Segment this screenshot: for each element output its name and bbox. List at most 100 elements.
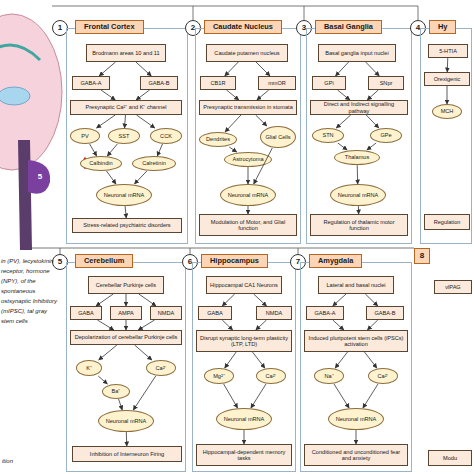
flow-arrow <box>254 294 267 306</box>
callout-number: 8 <box>414 248 430 264</box>
flow-arrow <box>225 115 241 132</box>
node-text: Lateral and basal nuclei <box>326 282 385 288</box>
process-oval: Thalamus <box>334 150 380 165</box>
process-box: Basal ganglia input nuclei <box>318 44 396 62</box>
flow-arrow <box>358 206 359 214</box>
flow-arrow <box>254 148 273 184</box>
flow-arrow <box>447 86 448 104</box>
panel-heading: Hippocampus <box>201 254 268 268</box>
process-oval: K⁺ <box>76 360 102 376</box>
flow-arrow <box>99 345 117 360</box>
flow-arrow <box>338 90 350 100</box>
process-oval: Ca²⁺ <box>368 368 398 384</box>
node-text: Ca²⁺ <box>377 373 388 379</box>
process-oval: Calbindin <box>80 156 122 171</box>
process-box: Modulation of Motor, and Glial function <box>199 214 297 236</box>
flow-arrow <box>126 294 127 306</box>
node-text: GABA <box>78 310 94 316</box>
process-box: NMDA <box>150 306 182 320</box>
flow-arrow <box>227 90 239 100</box>
side-note: ition <box>2 456 42 466</box>
process-oval: SST <box>108 128 140 144</box>
node-text: Ca²⁺ <box>155 365 166 371</box>
node-text: GPi <box>324 80 333 86</box>
process-box: NMDA <box>256 306 292 320</box>
node-text: GABA-B <box>374 310 395 316</box>
flow-arrow <box>90 144 97 156</box>
flow-arrow <box>126 432 127 446</box>
flow-arrow <box>333 294 346 306</box>
process-box: Induced pluripotent stem cells (iPSCs) a… <box>304 330 408 352</box>
node-text: CCK <box>160 133 172 139</box>
panel-heading: Frontal Cortex <box>75 20 144 34</box>
flow-arrow <box>367 320 377 330</box>
node-text: Stress-related psychiatric disorders <box>83 222 170 228</box>
flow-arrow <box>98 376 107 384</box>
region-panel: AmygdalaLateral and basal nucleiGABA-AGA… <box>300 262 412 472</box>
node-text: Ca²⁺ <box>265 373 276 379</box>
process-oval: Neuronal mRNA <box>220 184 276 206</box>
process-box: Depolarization of cerebellar Purkinje ce… <box>70 330 182 345</box>
process-box: GABA-A <box>306 306 344 320</box>
flow-arrow <box>256 62 270 76</box>
flow-arrow <box>229 147 237 152</box>
process-oval: Neuronal mRNA <box>328 408 384 430</box>
callout-number: 5 <box>34 172 46 182</box>
node-text: GPe <box>380 132 391 138</box>
process-oval: Neuronal mRNA <box>96 184 152 206</box>
node-text: Neuronal mRNA <box>106 418 147 424</box>
flow-arrow <box>225 62 239 76</box>
process-box: Hippocampal-dependent memory tasks <box>196 444 292 466</box>
node-text: Disrupt synaptic long-term plasticity (L… <box>199 335 289 348</box>
node-text: Basal ganglia input nuclei <box>325 50 388 56</box>
flow-arrow <box>106 171 115 184</box>
brain-ventricle <box>0 87 30 105</box>
process-oval: Calretinin <box>132 156 176 171</box>
node-text: Induced pluripotent stem cells (iPSCs) a… <box>307 335 405 348</box>
node-text: SST <box>119 133 130 139</box>
process-oval: Mg²⁺ <box>204 368 234 384</box>
region-panel: CerebellumCerebellar Purkinje cellsGABAA… <box>66 262 186 472</box>
flow-arrow <box>126 320 127 330</box>
process-box: vlPAG <box>434 280 472 294</box>
node-text: Conditioned and unconditioned fear and a… <box>307 449 405 462</box>
node-text: Neuronal mRNA <box>336 416 377 422</box>
brain-stem <box>18 140 32 250</box>
flow-arrow <box>447 58 449 72</box>
flow-arrow <box>364 352 376 368</box>
process-box: 5-HTIA <box>428 44 468 58</box>
flow-arrow <box>365 294 377 306</box>
node-text: MCH <box>441 108 454 114</box>
flow-arrow <box>248 167 249 184</box>
region-panel: Caudate NucleusCaudate putamen nucleusCB… <box>195 28 301 244</box>
brain-outline <box>0 14 62 170</box>
flow-arrow <box>135 345 152 360</box>
node-text: Mg²⁺ <box>213 373 225 379</box>
node-text: NMDA <box>158 310 174 316</box>
flow-arrow <box>222 320 232 330</box>
side-note: in (PV), lecystokinin receptor, hormone … <box>1 256 59 326</box>
node-text: GABA <box>207 310 223 316</box>
node-text: Inhibition of Interneuron Firing <box>90 451 164 457</box>
brain-fold <box>0 45 40 60</box>
process-box: Brodmann areas 10 and 11 <box>86 44 166 62</box>
flow-arrow <box>136 90 149 100</box>
panel-heading: Caudate Nucleus <box>204 20 282 34</box>
flow-arrow <box>257 90 269 100</box>
node-text: PV <box>81 133 88 139</box>
node-text: K⁺ <box>86 365 92 371</box>
cerebellum-shape <box>28 160 50 194</box>
node-text: Neuronal mRNA <box>228 192 269 198</box>
region-panel: Basal GangliaBasal ganglia input nucleiG… <box>306 28 412 244</box>
region-panel: Hy5-HTIAOrexigenicMCHRegulation <box>420 28 472 244</box>
flow-arrow <box>124 115 126 128</box>
flow-arrow <box>336 62 349 76</box>
node-text: Dendrites <box>206 136 230 142</box>
node-text: Neuronal mRNA <box>224 416 265 422</box>
flow-arrow <box>222 294 234 306</box>
flow-arrow <box>134 171 146 184</box>
node-text: Brodmann areas 10 and 11 <box>92 50 159 56</box>
flow-arrow <box>138 320 154 330</box>
node-text: vlPAG <box>445 284 460 290</box>
process-box: GABA-B <box>140 76 178 90</box>
